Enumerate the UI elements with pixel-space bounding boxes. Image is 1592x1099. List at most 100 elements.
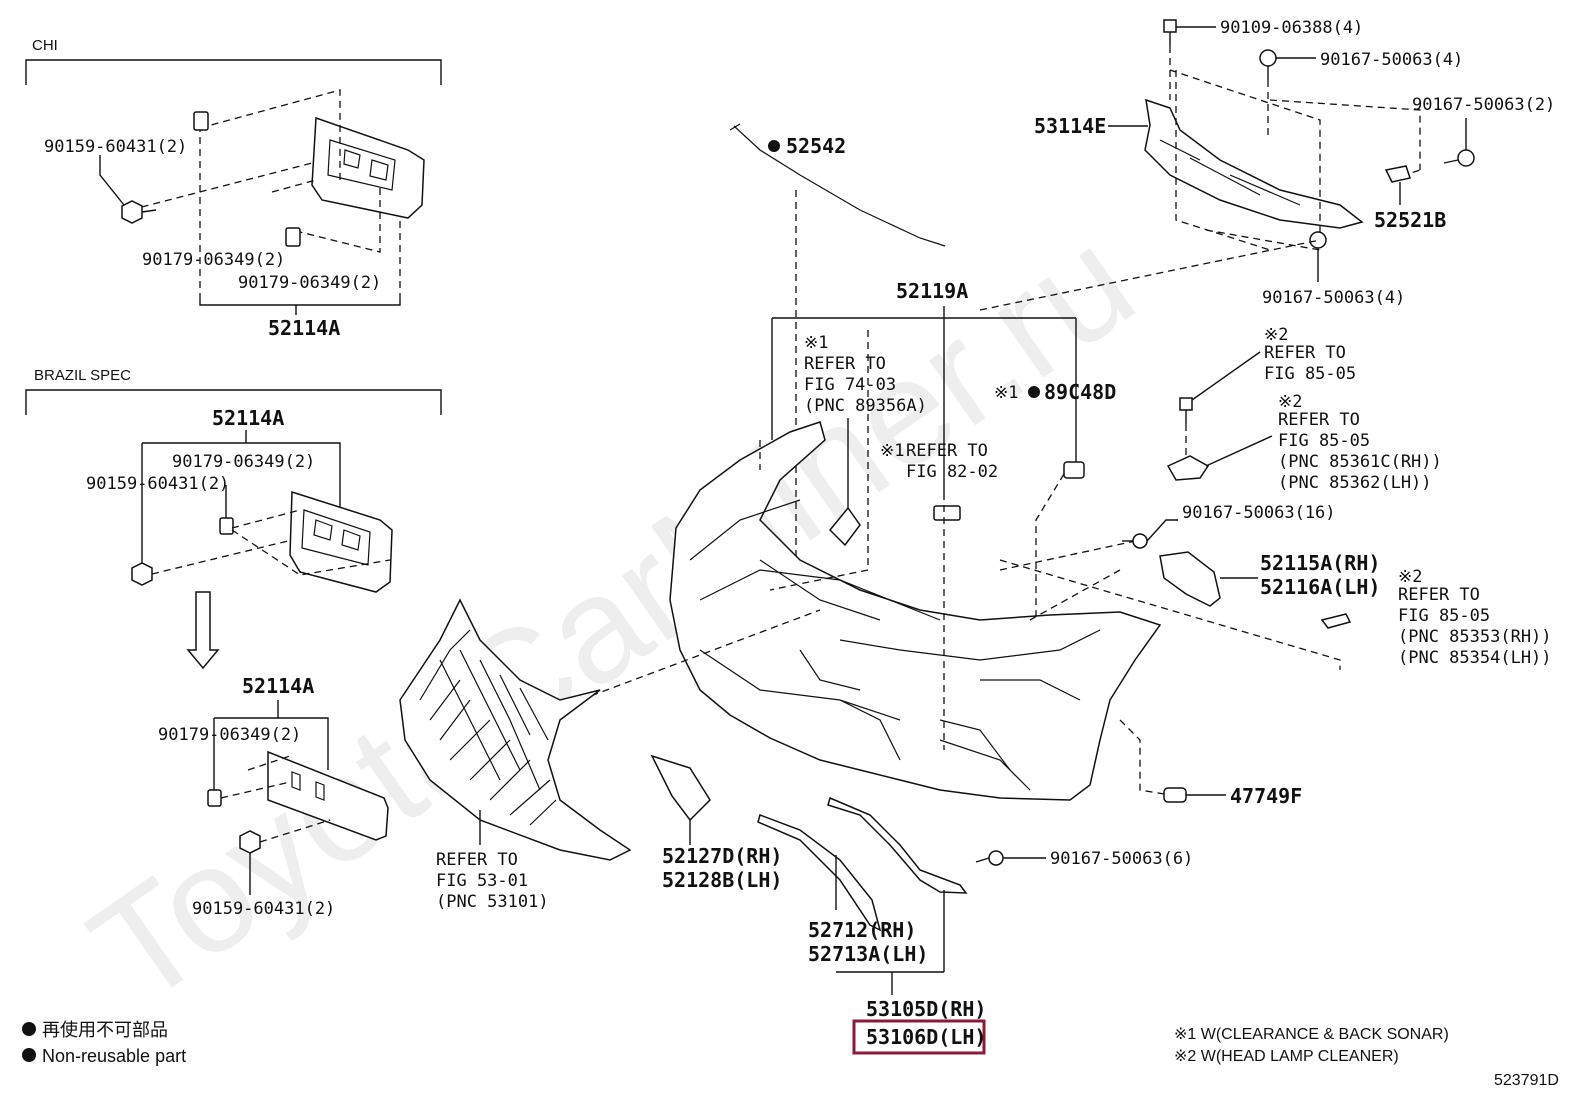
- label-52712[interactable]: 52712(RH): [808, 918, 916, 942]
- label-52521B[interactable]: 52521B: [1374, 208, 1446, 232]
- molding-52713A[interactable]: [827, 796, 968, 894]
- label-89C48D[interactable]: 89C48D: [1044, 380, 1116, 404]
- label-52127D[interactable]: 52127D(RH): [662, 844, 782, 868]
- ref-5-line-d[interactable]: (PNC 85362(LH)): [1278, 473, 1432, 493]
- footnote-1: ※1 W(CLEARANCE & BACK SONAR): [1174, 1026, 1449, 1043]
- ref-7-line-b[interactable]: FIG 53-01: [436, 871, 528, 891]
- ref-5-line-b[interactable]: FIG 85-05: [1278, 431, 1370, 451]
- legend-dot-jp: [22, 1022, 36, 1036]
- arrow-down-icon: [186, 591, 220, 670]
- label-90167-50063-16[interactable]: 90167-50063(16): [1182, 503, 1336, 523]
- ref-6-line-b[interactable]: FIG 85-05: [1398, 606, 1490, 626]
- ref-mark-5: ※2: [1278, 392, 1302, 412]
- clip-icon-chi-a: [193, 111, 209, 131]
- label-90167-50063-6[interactable]: 90167-50063(6): [1050, 849, 1193, 869]
- label-52116A[interactable]: 52116A(LH): [1260, 575, 1380, 599]
- bolt-icon-90167-b: [1443, 149, 1475, 167]
- clip-icon-chi-b: [285, 227, 301, 247]
- license-plate-bracket-brazil-2[interactable]: [267, 750, 389, 841]
- ref-2-line-a[interactable]: REFER TO: [906, 441, 988, 461]
- non-reusable-dot-89C48D: [1028, 386, 1040, 398]
- sensor-bracket-icon: [933, 505, 961, 521]
- label-53114E[interactable]: 53114E: [1034, 114, 1106, 138]
- sensor-cover-icon: [828, 506, 861, 547]
- label-90179-06349-chi-a[interactable]: 90179-06349(2): [142, 250, 285, 270]
- bolt-icon-90109: [1163, 19, 1177, 46]
- bolt-icon-90167-c: [1309, 231, 1327, 249]
- highlight-box: [852, 1019, 986, 1055]
- ref-mark-3: ※1: [994, 383, 1018, 403]
- label-52128B[interactable]: 52128B(LH): [662, 868, 782, 892]
- ref-6-line-d[interactable]: (PNC 85354(LH)): [1398, 648, 1552, 668]
- label-90179-06349-brazil[interactable]: 90179-06349(2): [172, 452, 315, 472]
- ref-2-line-b[interactable]: FIG 82-02: [906, 462, 998, 482]
- ref-4-line-b[interactable]: FIG 85-05: [1264, 364, 1356, 384]
- label-52119A[interactable]: 52119A: [896, 279, 968, 303]
- nut-icon-brazil: [131, 562, 153, 586]
- ref-5-line-c[interactable]: (PNC 85361C(RH)): [1278, 452, 1442, 472]
- label-90167-50063-a[interactable]: 90167-50063(4): [1320, 50, 1463, 70]
- molding-52712[interactable]: [757, 814, 882, 932]
- label-52115A[interactable]: 52115A(RH): [1260, 551, 1380, 575]
- ref-1-line-c[interactable]: (PNC 89356A): [804, 396, 927, 416]
- section-label-chi: CHI: [32, 37, 58, 54]
- washer-nozzle-icon: [1166, 455, 1210, 481]
- ref-5-line-a[interactable]: REFER TO: [1278, 410, 1360, 430]
- figure-id: 523791D: [1494, 1072, 1559, 1089]
- cover-52127D[interactable]: [650, 754, 711, 822]
- legend-en: Non-reusable part: [42, 1046, 186, 1066]
- ref-mark-4: ※2: [1264, 325, 1288, 345]
- ref-mark-2: ※1: [880, 441, 904, 461]
- footnote-2: ※2 W(HEAD LAMP CLEANER): [1174, 1048, 1399, 1065]
- label-90179-06349-chi-b[interactable]: 90179-06349(2): [238, 273, 381, 293]
- label-90159-60431-chi[interactable]: 90159-60431(2): [44, 137, 187, 157]
- ref-6-line-a[interactable]: REFER TO: [1398, 585, 1480, 605]
- label-53106D[interactable]: 53106D(LH): [866, 1025, 986, 1049]
- ref-6-line-c[interactable]: (PNC 85353(RH)): [1398, 627, 1552, 647]
- grille[interactable]: [399, 598, 632, 861]
- bolt-icon-ref-4: [1179, 397, 1193, 424]
- label-90159-60431-brazil-2[interactable]: 90159-60431(2): [192, 899, 335, 919]
- bolt-icon-90167-6: [975, 850, 1004, 866]
- legend-dot-en: [22, 1048, 36, 1062]
- clip-icon-89C48D: [1063, 461, 1085, 479]
- label-90159-60431-brazil[interactable]: 90159-60431(2): [86, 474, 229, 494]
- label-52114A-brazil[interactable]: 52114A: [212, 406, 284, 430]
- bolt-icon-90167-16: [1122, 533, 1148, 549]
- seal-52542[interactable]: [729, 123, 946, 247]
- non-reusable-dot-52542: [768, 140, 780, 152]
- ref-7-line-c[interactable]: (PNC 53101): [436, 892, 549, 912]
- bracket-52115A[interactable]: [1159, 551, 1221, 607]
- section-bracket-chi: [25, 59, 442, 85]
- clip-icon-47749F: [1163, 787, 1187, 803]
- ref-1-line-a[interactable]: REFER TO: [804, 354, 886, 374]
- label-52542[interactable]: 52542: [786, 134, 846, 158]
- clip-icon-52521B: [1384, 165, 1411, 183]
- ref-1-line-b[interactable]: FIG 74-03: [804, 375, 896, 395]
- label-90179-06349-brazil-2[interactable]: 90179-06349(2): [158, 725, 301, 745]
- cap-icon-ref-6: [1320, 613, 1352, 629]
- legend-jp: 再使用不可部品: [42, 1020, 168, 1040]
- ref-7-line-a[interactable]: REFER TO: [436, 850, 518, 870]
- label-53105D[interactable]: 53105D(RH): [866, 997, 986, 1021]
- ref-mark-1: ※1: [804, 333, 828, 353]
- bumper-cover-52119A[interactable]: [669, 421, 1162, 801]
- bolt-icon-90167-a: [1259, 49, 1277, 80]
- retainer-53114E[interactable]: [1144, 98, 1364, 229]
- label-52713A[interactable]: 52713A(LH): [808, 942, 928, 966]
- section-bracket-brazil: [25, 389, 442, 415]
- label-47749F[interactable]: 47749F: [1230, 784, 1302, 808]
- license-plate-bracket-brazil[interactable]: [289, 490, 393, 593]
- license-plate-bracket-chi[interactable]: [311, 116, 425, 219]
- label-90167-50063-c[interactable]: 90167-50063(4): [1262, 288, 1405, 308]
- label-52114A-brazil-2[interactable]: 52114A: [242, 674, 314, 698]
- nut-icon-chi: [121, 200, 157, 224]
- label-90167-50063-b[interactable]: 90167-50063(2): [1412, 95, 1555, 115]
- ref-4-line-a[interactable]: REFER TO: [1264, 343, 1346, 363]
- label-90109-06388[interactable]: 90109-06388(4): [1220, 18, 1363, 38]
- clip-icon-brazil: [219, 517, 234, 535]
- label-52114A-chi[interactable]: 52114A: [268, 316, 340, 340]
- clip-icon-brazil-2: [207, 789, 222, 807]
- nut-icon-brazil-2: [239, 830, 261, 854]
